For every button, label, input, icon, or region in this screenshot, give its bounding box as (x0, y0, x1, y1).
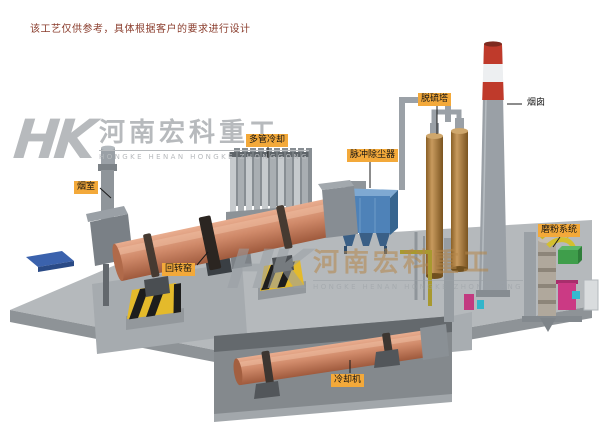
cooling-machine (233, 324, 449, 399)
cyan-unit (572, 291, 580, 299)
kiln-tyre (276, 205, 293, 250)
label-multi-tube-cooler: 多管冷却 (246, 134, 289, 147)
hk-logo-mark: HK (10, 108, 95, 171)
label-smoke-chamber: 烟室 (74, 181, 99, 194)
grinding-system (522, 228, 599, 332)
label-rotary-kiln: 回转窑 (162, 263, 196, 276)
rotary-kiln (112, 198, 338, 282)
label-pulse-dust-collector: 脉冲除尘器 (347, 149, 399, 162)
cooler-discharge-box (420, 324, 449, 360)
kiln-ring-gear (198, 215, 222, 271)
label-chimney: 烟囱 (527, 98, 546, 108)
hk-logo-mark: HK (224, 238, 309, 301)
utility-pipes (400, 232, 484, 310)
brand-watermark: HK 河南宏科重工 HONGKE HENAN HONGKE ZHONGGONG (10, 108, 309, 171)
green-unit (558, 250, 578, 264)
brand-name-en: HONGKE HENAN HONGKE ZHONGGONG (99, 150, 309, 161)
magenta-unit (558, 283, 576, 310)
brand-name-en: HONGKE HENAN HONGKE ZHONGGONG (313, 280, 523, 291)
brand-watermark-center: HK 河南宏科重工 HONGKE HENAN HONGKE ZHONGGONG (224, 238, 523, 301)
label-cooling-machine: 冷却机 (331, 374, 365, 387)
desulfurization-towers (426, 118, 468, 279)
label-desulfurization-tower: 脱硫塔 (418, 93, 452, 106)
label-leader-lines (99, 103, 561, 373)
brand-name-cn: 河南宏科重工 (99, 118, 280, 149)
brand-name-cn: 河南宏科重工 (313, 248, 494, 279)
kiln-tyre (143, 233, 160, 278)
bucket-elevator (444, 238, 454, 322)
kiln-outlet-housing (318, 180, 358, 238)
label-grinding-system: 磨粉系统 (538, 224, 581, 237)
chimney (476, 41, 510, 297)
disclaimer-text: 该工艺仅供参考，具体根据客户的要求进行设计 (30, 24, 251, 35)
